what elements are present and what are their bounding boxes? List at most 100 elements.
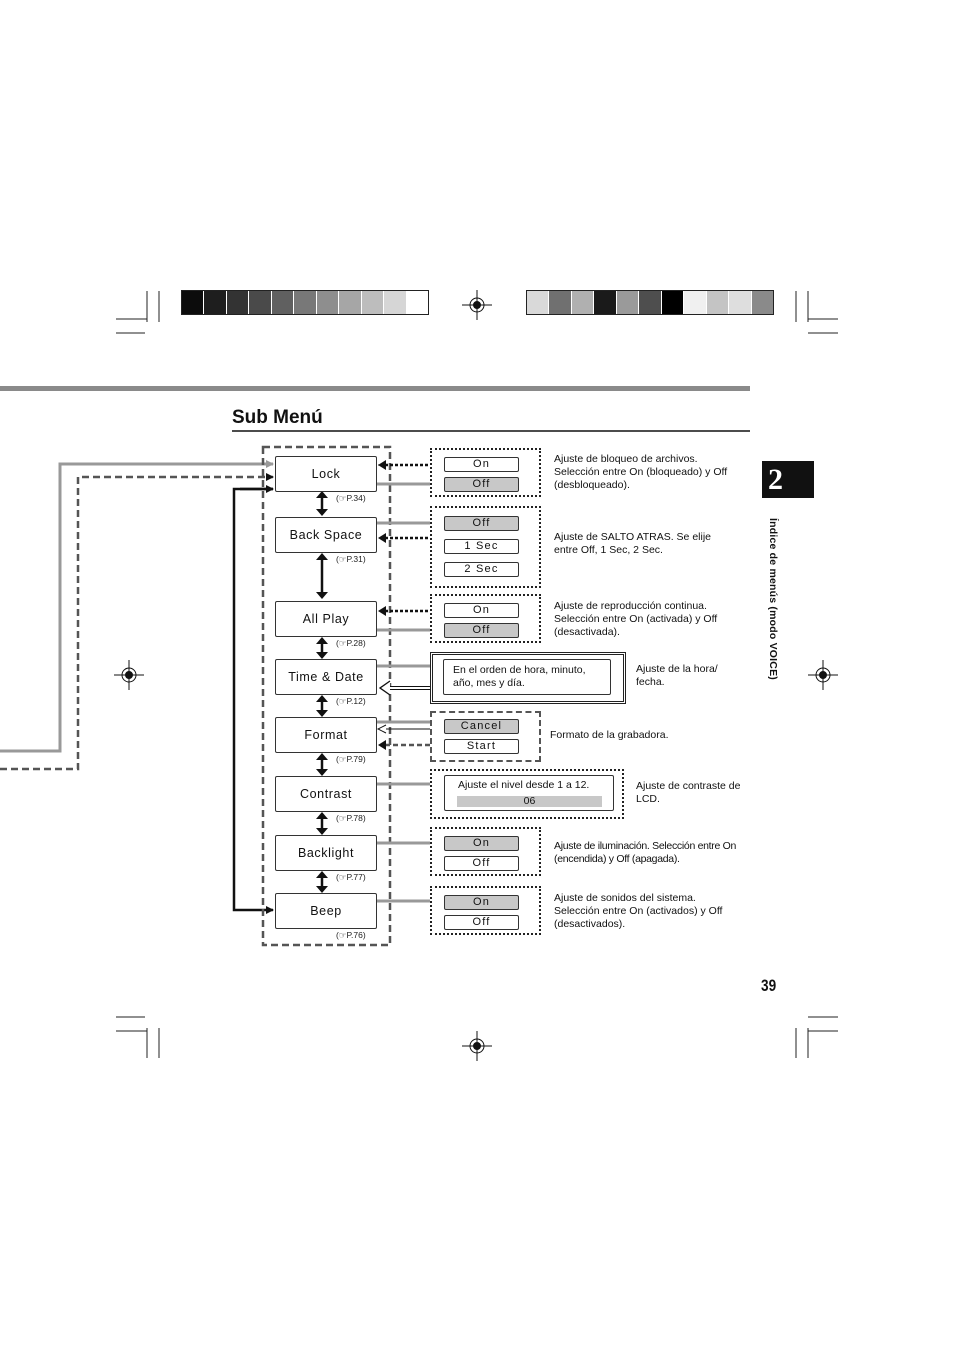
- chapter-number: 2: [768, 463, 783, 496]
- color-swatch: [383, 291, 406, 314]
- lock-description: Ajuste de bloqueo de archivos. Selección…: [554, 453, 728, 491]
- color-swatch: [182, 291, 204, 314]
- page-ref: (☞P.28): [336, 638, 366, 648]
- color-swatch: [683, 291, 706, 314]
- color-swatch: [638, 291, 661, 314]
- page-ref: (☞P.34): [336, 493, 366, 503]
- color-swatch: [527, 291, 549, 314]
- menu-label: Contrast: [299, 787, 353, 801]
- beep-options: On Off: [430, 886, 541, 935]
- menu-item-backlight[interactable]: Backlight: [275, 835, 377, 871]
- color-swatch: [728, 291, 751, 314]
- option-on[interactable]: On: [444, 603, 519, 618]
- all-play-description: Ajuste de reproducción continua. Selecci…: [554, 600, 718, 638]
- crop-marks-bottom: [116, 1016, 838, 1058]
- menu-item-beep[interactable]: Beep: [275, 893, 377, 929]
- page-ref: (☞P.79): [336, 754, 366, 764]
- page-ref: (☞P.78): [336, 813, 366, 823]
- color-swatch: [360, 291, 384, 314]
- nav-arrows: [316, 491, 328, 893]
- menu-item-time-date[interactable]: Time & Date: [275, 659, 377, 695]
- option-on[interactable]: On: [444, 457, 519, 472]
- color-swatch: [615, 291, 639, 314]
- color-swatch: [405, 291, 428, 314]
- option-on[interactable]: On: [444, 836, 519, 851]
- color-bar-right: [526, 290, 774, 315]
- all-play-options: On Off: [430, 594, 541, 643]
- option-1sec[interactable]: 1 Sec: [444, 539, 519, 554]
- menu-label: Format: [304, 728, 348, 742]
- menu-item-back-space[interactable]: Back Space: [275, 517, 377, 553]
- page-ref: (☞P.31): [336, 554, 366, 564]
- backlight-options: On Off: [430, 827, 541, 876]
- side-label: Índice de menús (modo VOICE): [767, 518, 779, 680]
- contrast-level[interactable]: 06: [457, 796, 602, 807]
- contrast-panel: Ajuste el nivel desde 1 a 12. 06: [430, 769, 624, 819]
- lock-options: On Off: [430, 448, 541, 497]
- option-off[interactable]: Off: [444, 856, 519, 871]
- color-swatch: [225, 291, 249, 314]
- time-date-inner: En el orden de hora, minuto, año, mes y …: [443, 659, 611, 695]
- color-bar-left: [181, 290, 429, 315]
- color-swatch: [293, 291, 316, 314]
- page-ref: (☞P.76): [336, 930, 366, 940]
- menu-item-all-play[interactable]: All Play: [275, 601, 377, 637]
- backlight-description: Ajuste de iluminación. Selección entre O…: [554, 840, 737, 865]
- registration-target-left: [114, 660, 144, 690]
- registration-target-top: [462, 290, 492, 320]
- option-cancel[interactable]: Cancel: [444, 719, 519, 734]
- menu-label: Beep: [310, 904, 342, 918]
- menu-label: Back Space: [289, 528, 363, 542]
- color-swatch: [660, 291, 684, 314]
- color-swatch: [338, 291, 361, 314]
- option-2sec[interactable]: 2 Sec: [444, 562, 519, 577]
- header-rule: [0, 386, 750, 391]
- color-swatch: [270, 291, 294, 314]
- contrast-inner: Ajuste el nivel desde 1 a 12. 06: [444, 775, 614, 811]
- time-date-description: Ajuste de la hora/ fecha.: [636, 663, 718, 688]
- menu-item-contrast[interactable]: Contrast: [275, 776, 377, 812]
- option-start[interactable]: Start: [444, 739, 519, 754]
- page-number: 39: [761, 976, 777, 995]
- menu-item-format[interactable]: Format: [275, 717, 377, 753]
- color-swatch: [248, 291, 271, 314]
- color-swatch: [203, 291, 226, 314]
- color-swatch: [705, 291, 729, 314]
- chapter-tab: [762, 461, 814, 498]
- format-options: Cancel Start: [430, 711, 541, 762]
- registration-target-bottom: [462, 1031, 492, 1061]
- menu-label: All Play: [302, 612, 350, 626]
- menu-label: Lock: [311, 467, 341, 481]
- back-space-description: Ajuste de SALTO ATRAS. Se elije entre Of…: [554, 531, 711, 556]
- color-swatch: [570, 291, 594, 314]
- color-swatch: [593, 291, 616, 314]
- color-swatch: [750, 291, 773, 314]
- menu-label: Time & Date: [288, 670, 364, 684]
- registration-target-right: [808, 660, 838, 690]
- menu-item-lock[interactable]: Lock: [275, 456, 377, 492]
- option-connectors: [376, 460, 441, 905]
- option-off[interactable]: Off: [444, 915, 519, 930]
- page-ref: (☞P.12): [336, 696, 366, 706]
- color-swatch: [315, 291, 339, 314]
- back-space-options: Off 1 Sec 2 Sec: [430, 506, 541, 588]
- black-loop-line: [232, 487, 274, 914]
- menu-container: [261, 445, 392, 947]
- menu-label: Backlight: [297, 846, 355, 860]
- time-date-panel: En el orden de hora, minuto, año, mes y …: [430, 652, 626, 704]
- option-on[interactable]: On: [444, 895, 519, 910]
- time-date-text: En el orden de hora, minuto, año, mes y …: [453, 664, 586, 689]
- contrast-text: Ajuste el nivel desde 1 a 12.: [458, 779, 590, 791]
- option-off[interactable]: Off: [444, 516, 519, 531]
- beep-description: Ajuste de sonidos del sistema. Selección…: [554, 892, 723, 930]
- option-off[interactable]: Off: [444, 623, 519, 638]
- dashed-loop-line: [0, 473, 274, 771]
- contrast-description: Ajuste de contraste de LCD.: [636, 780, 741, 805]
- page-ref: (☞P.77): [336, 872, 366, 882]
- page-title: Sub Menú: [232, 407, 323, 428]
- crop-marks-top: [116, 291, 838, 334]
- format-description: Formato de la grabadora.: [550, 729, 669, 741]
- option-off[interactable]: Off: [444, 477, 519, 492]
- color-swatch: [548, 291, 571, 314]
- gray-loop-line: [0, 460, 274, 753]
